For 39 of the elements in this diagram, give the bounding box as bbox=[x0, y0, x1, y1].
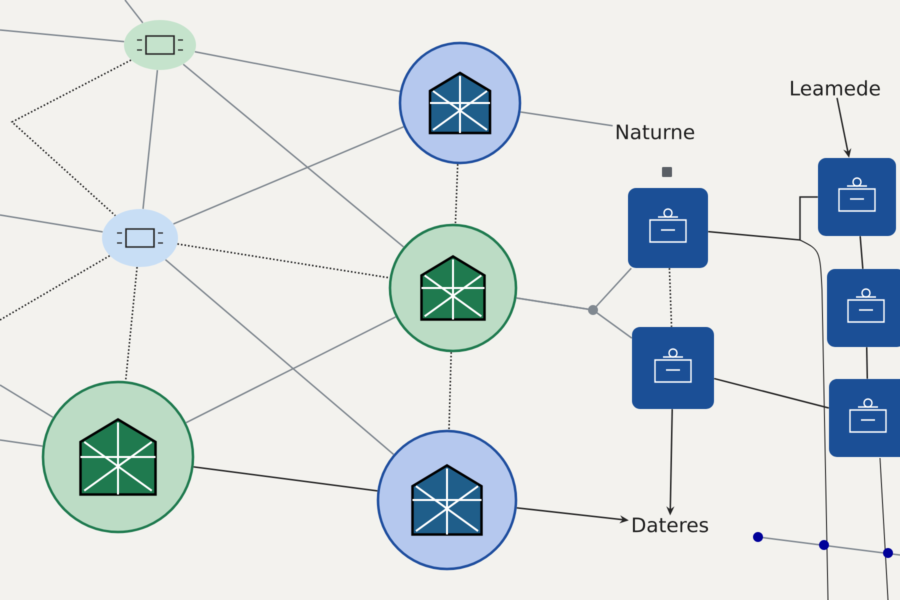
connector-line bbox=[714, 378, 829, 409]
house-node bbox=[42, 380, 194, 534]
house-node bbox=[388, 224, 518, 352]
connector-line bbox=[516, 297, 632, 339]
connector-line bbox=[448, 352, 452, 430]
connector-line bbox=[668, 268, 672, 327]
process-box bbox=[818, 158, 896, 236]
connector-line bbox=[0, 384, 54, 418]
connector-line bbox=[142, 70, 158, 209]
connector-line bbox=[182, 64, 404, 248]
connector-line bbox=[859, 236, 864, 269]
node-label: Naturne bbox=[616, 124, 694, 140]
connector-line bbox=[165, 259, 394, 455]
device-node bbox=[102, 209, 178, 267]
connector-line bbox=[173, 126, 404, 225]
house-node bbox=[398, 42, 522, 164]
connector-line bbox=[10, 59, 132, 216]
connector-line bbox=[454, 164, 458, 224]
device-node bbox=[124, 20, 196, 70]
connector-line bbox=[194, 51, 400, 92]
connector-line bbox=[186, 316, 396, 424]
process-box bbox=[827, 269, 900, 347]
connector-line bbox=[866, 347, 868, 379]
connector-line bbox=[0, 29, 124, 42]
connector-line bbox=[0, 255, 110, 321]
process-box bbox=[632, 327, 714, 409]
connector-line bbox=[124, 0, 144, 24]
node-label: Leamede bbox=[791, 80, 880, 96]
house-node bbox=[376, 430, 518, 570]
connector-line bbox=[520, 111, 613, 126]
connector-line bbox=[177, 243, 390, 279]
connector-line bbox=[0, 439, 43, 447]
node-label: Dateres bbox=[632, 518, 708, 532]
connector-line bbox=[0, 214, 103, 233]
connector-line bbox=[708, 196, 818, 241]
process-box bbox=[829, 379, 900, 457]
connector-line bbox=[194, 466, 378, 492]
connector-line bbox=[124, 267, 138, 382]
process-box bbox=[628, 188, 708, 268]
